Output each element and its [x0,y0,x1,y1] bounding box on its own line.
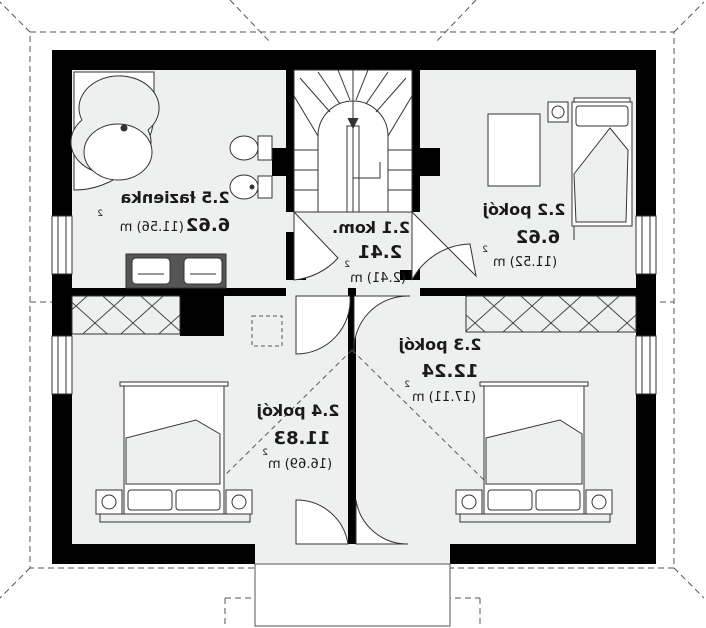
room-area: 12.24 [422,361,479,382]
windows [51,215,657,395]
door-swings [293,210,477,545]
room-area-total: (16.69) m [268,457,332,472]
ceiling-lines [219,349,485,481]
toilet [229,135,273,161]
room-area: 6.62 [186,215,230,236]
area-superscript: 2 [404,380,410,390]
room-label-2-3: 2.3 pokój 12.24 (17.11) m 2 [398,335,481,405]
ceiling-hatch [251,315,283,347]
area-superscript: 2 [482,245,488,255]
room-area-total: (11.52) m [493,255,557,270]
room-name: 2.3 pokój [398,335,481,354]
area-superscript: 2 [97,209,103,219]
single-bed [547,97,633,240]
room-area: 2.41 [358,242,402,263]
room-area-total: (11.56) m [120,220,184,235]
room-label-2-5: 2.5 łazienka 6.62(11.56) m 2 [97,188,230,236]
room-area-total: (2.41) m [350,271,406,286]
room-label-2-2: 2.2 pokój 6.62 (11.52) m 2 [482,200,565,270]
area-superscript: 2 [344,260,350,270]
room-name: 2.1 kom. [332,218,410,237]
staircase [293,69,413,213]
room-label-2-1: 2.1 kom. 2.41 (2.41) m 2 [332,218,410,286]
stair-opening [255,544,450,564]
projection [254,563,451,627]
room-name: 2.5 łazienka [120,188,229,207]
double-bed-right [455,381,613,523]
double-sink [125,253,227,289]
room-name: 2.4 pokój [256,401,339,420]
room-area: 11.83 [274,428,331,449]
bathtub [70,71,160,191]
bidet [229,174,273,200]
svg-text:6.62(11.56) m: 6.62(11.56) m [120,215,231,236]
wardrobes [71,295,637,335]
area-superscript: 2 [262,448,268,458]
room-area-total: (17.11) m [412,390,476,405]
double-bed-left [95,381,253,523]
desk [487,113,541,187]
room-label-2-4: 2.4 pokój 11.83 (16.69) m 2 [256,401,339,472]
room-area: 6.62 [516,227,560,248]
room-name: 2.2 pokój [482,200,565,219]
